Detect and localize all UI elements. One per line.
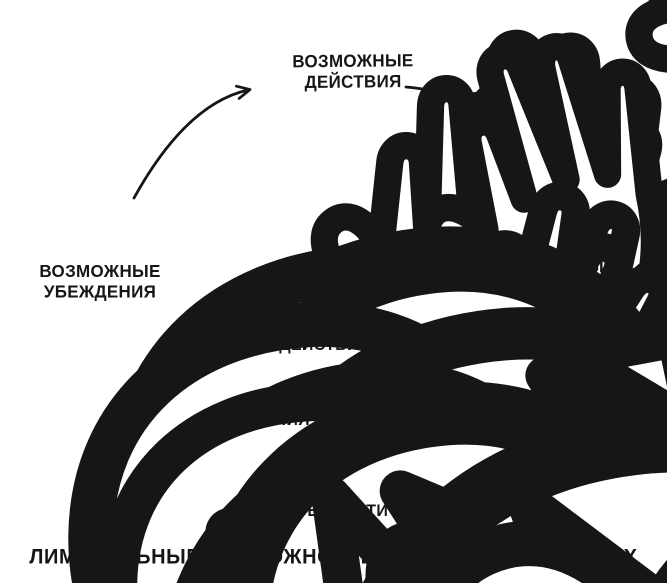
label-possible-results: ВОЗМОЖНЫЕ РЕЗУЛЬТАТЫ	[494, 255, 616, 298]
label-inner-actions: ДЕЙСТВИЯ	[279, 336, 371, 355]
label-possible-actions: ВОЗМОЖНЫЕ ДЕЙСТВИЯ	[292, 50, 414, 93]
caption: ЛИМИНАЛЬНЫЕ ВОЗМОЖНОСТИ ПОВСЮДУ. НАЙДИТЕ…	[29, 545, 638, 569]
label-inner-results: РЕЗУЛЬТАТЫ	[349, 412, 459, 431]
label-inner-beliefs: УБЕЖДЕНИЯ	[204, 411, 310, 430]
label-possible-beliefs: ВОЗМОЖНЫЕ УБЕЖДЕНИЯ	[39, 261, 161, 302]
arrow-beliefs-to-actions	[132, 84, 252, 200]
label-needs: ПОТРЕБНОСТИ	[261, 502, 389, 521]
